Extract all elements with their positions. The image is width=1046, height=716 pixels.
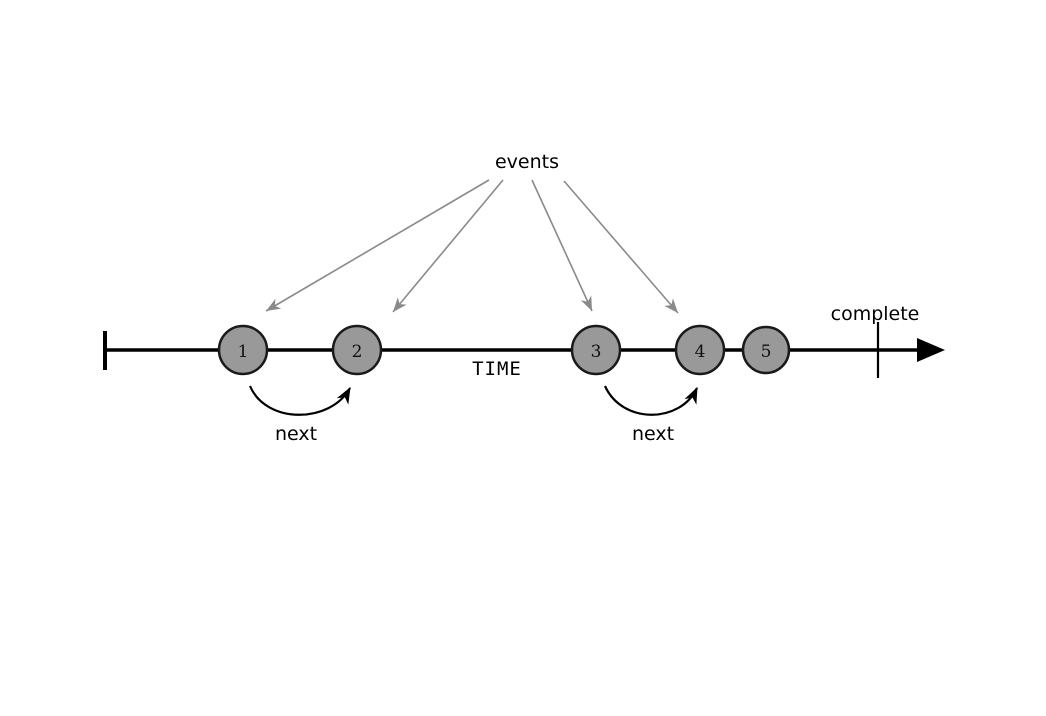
- marble-label: 2: [352, 342, 363, 362]
- marble-circle[interactable]: [741, 325, 791, 375]
- next-arrow-group: [248, 385, 698, 416]
- event-arrow-to-marble-3: [531, 179, 593, 312]
- marble-item[interactable]: 2: [331, 324, 383, 376]
- events-label: events: [495, 151, 559, 173]
- marble-circle[interactable]: [570, 324, 622, 376]
- marble-label: 3: [591, 342, 602, 362]
- marble-item[interactable]: 1: [217, 324, 269, 376]
- event-arrow-group: [265, 179, 679, 314]
- marble-label: 4: [695, 342, 706, 362]
- marble-group: 1 2 3 4 5: [217, 324, 791, 376]
- complete-label: complete: [831, 303, 920, 325]
- marble-label: 5: [761, 342, 772, 362]
- marble-item[interactable]: 5: [741, 325, 791, 375]
- marble-circle[interactable]: [674, 324, 726, 376]
- next-label-left: next: [275, 423, 317, 445]
- marble-label: 1: [238, 342, 249, 362]
- next-arrow-1-to-2: [248, 385, 351, 416]
- time-axis-label: TIME: [472, 358, 522, 380]
- event-arrow-to-marble-4: [563, 180, 679, 314]
- time-axis-arrowhead: [917, 338, 945, 362]
- marble-circle[interactable]: [331, 324, 383, 376]
- marble-circle[interactable]: [217, 324, 269, 376]
- marble-item[interactable]: 4: [674, 324, 726, 376]
- next-label-right: next: [632, 423, 674, 445]
- event-arrow-to-marble-1: [265, 179, 490, 312]
- marble-item[interactable]: 3: [570, 324, 622, 376]
- annotation-group: events TIME complete next next: [275, 151, 919, 445]
- event-arrow-to-marble-2: [392, 179, 504, 313]
- next-arrow-3-to-4: [603, 385, 698, 416]
